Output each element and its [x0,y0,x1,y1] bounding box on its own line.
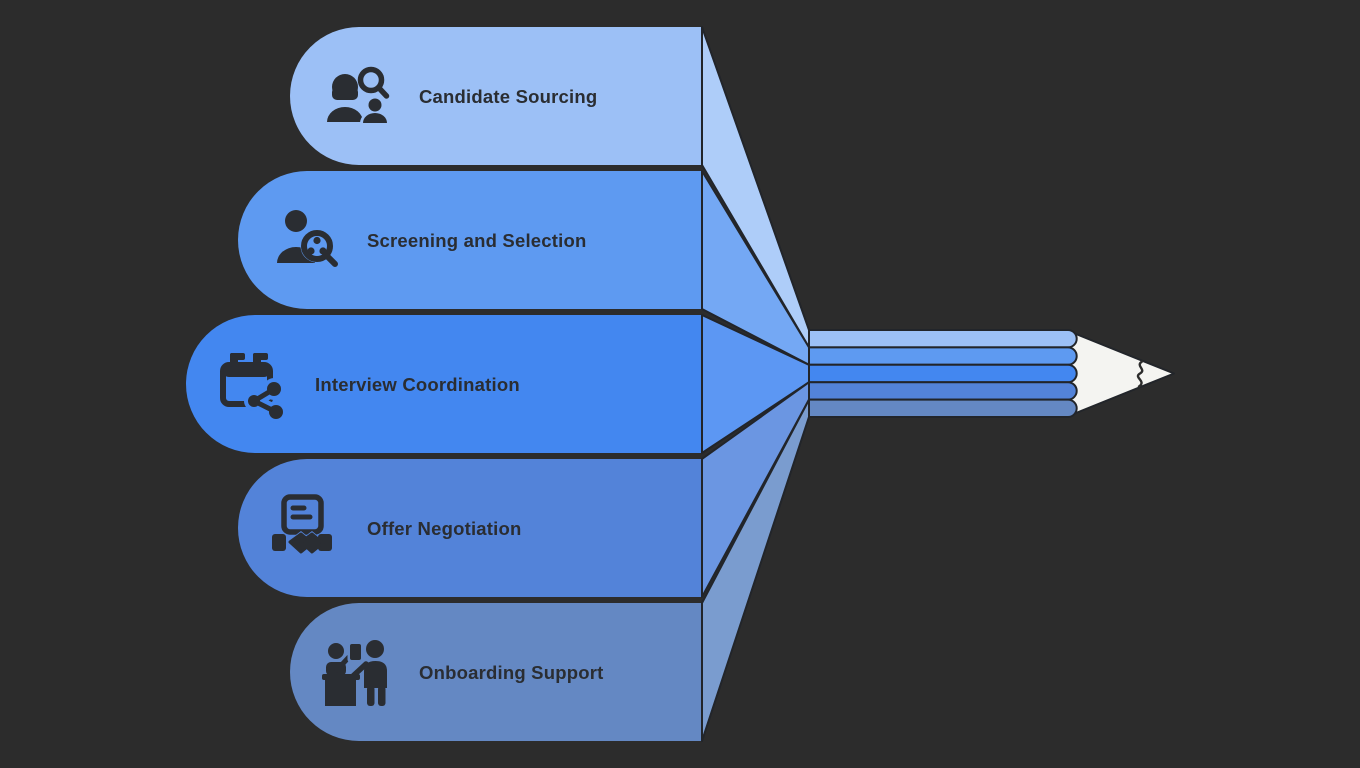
stage-label: Interview Coordination [315,374,520,395]
reception-desk-icon [322,640,387,706]
document-handshake-icon [272,494,332,555]
stage-pill [238,171,702,309]
stage-label: Screening and Selection [367,230,586,251]
stage-label: Offer Negotiation [367,518,521,539]
stage-pill [290,603,702,741]
stage-pill [238,459,702,597]
stage-pills [186,27,702,741]
stage-label: Onboarding Support [419,662,603,683]
pencil-tip-crack-icon [1136,360,1144,388]
stage-labels: Candidate Sourcing Screening and Selecti… [315,86,603,683]
pencil-stripe [808,381,1078,401]
person-screening-magnifier-icon [277,210,338,267]
pencil-stripe [808,398,1078,418]
people-search-icon [327,66,390,123]
pencil-stripe [808,363,1078,384]
pencil-stripe [808,329,1078,349]
stage-pill [186,315,702,453]
pencil-stripes [808,329,1078,418]
calendar-share-icon [220,353,287,423]
stage-pill [290,27,702,165]
funnel-wedges [701,26,810,742]
stage-label: Candidate Sourcing [419,86,597,107]
pencil-stripe [808,346,1078,366]
